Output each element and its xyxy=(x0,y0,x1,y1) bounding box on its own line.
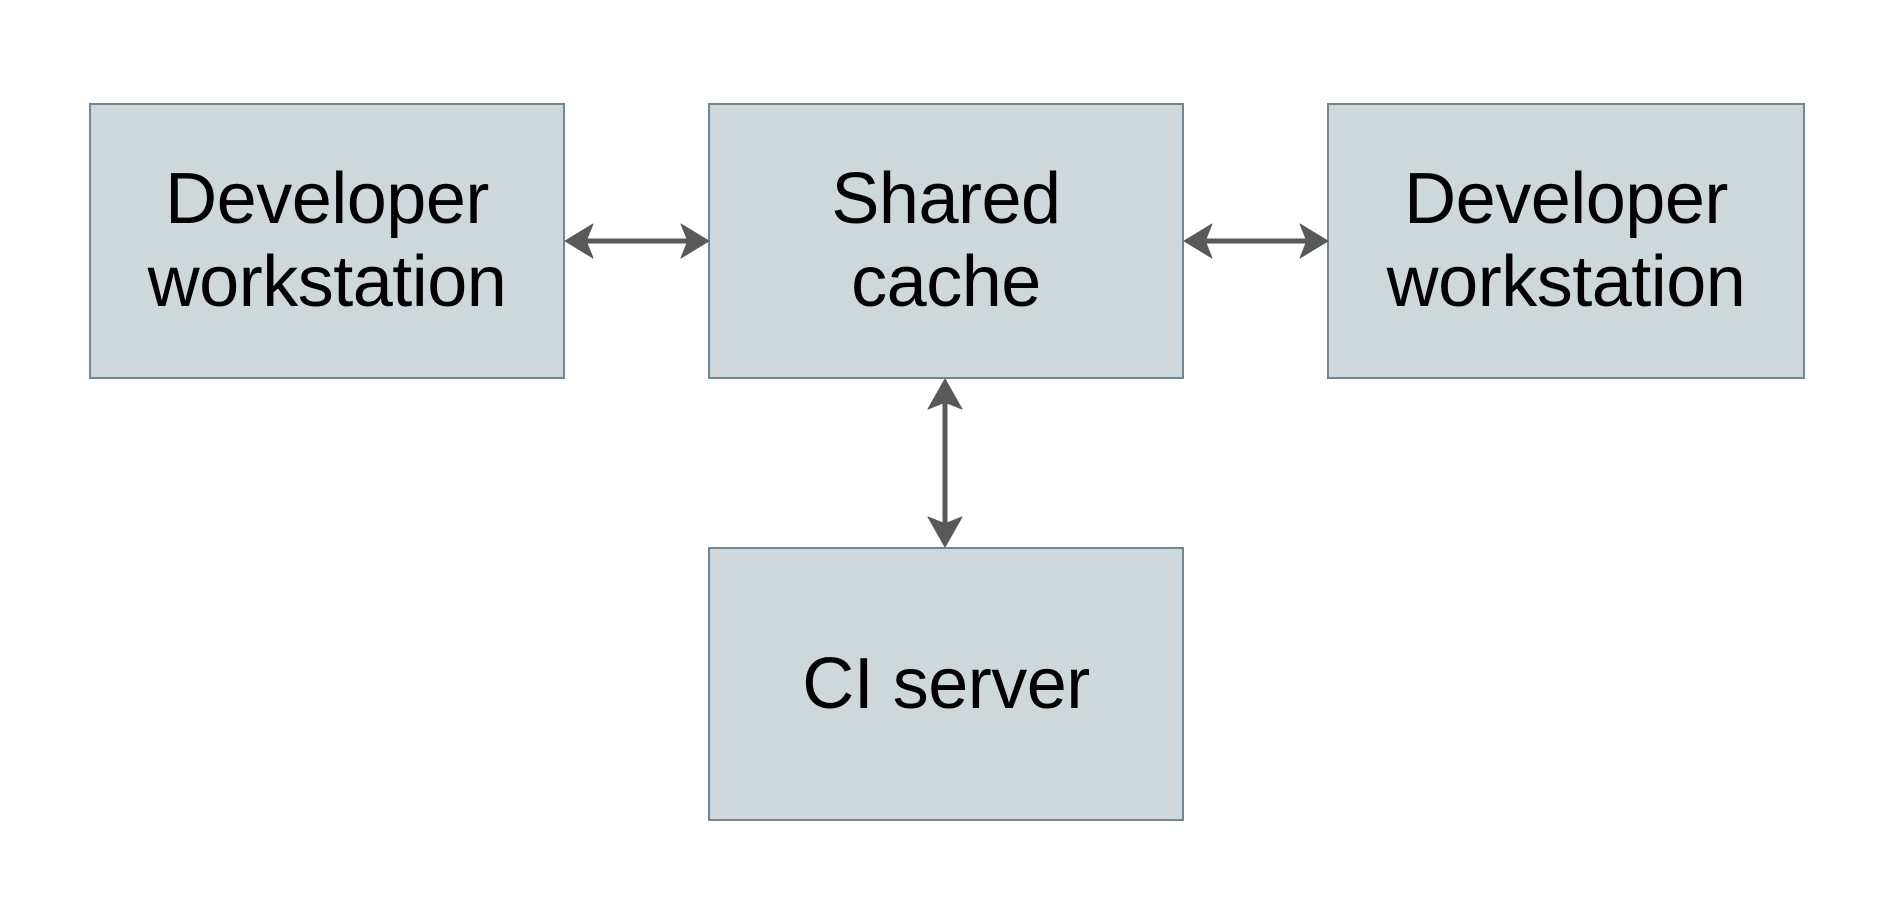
node-shared-cache[interactable]: Shared cache xyxy=(708,103,1184,379)
node-label: Developer workstation xyxy=(147,159,507,322)
bidirectional-arrow-icon-shared-cache-to-ci-server xyxy=(927,378,963,548)
node-label: CI server xyxy=(802,643,1090,724)
bidirectional-arrow-icon-shared-cache-to-dev-right xyxy=(1183,223,1329,259)
bidirectional-arrow-icon-dev-left-to-shared-cache xyxy=(564,223,710,259)
node-label: Shared cache xyxy=(831,159,1061,322)
node-developer-workstation-right[interactable]: Developer workstation xyxy=(1327,103,1805,379)
node-ci-server[interactable]: CI server xyxy=(708,547,1184,821)
node-label: Developer workstation xyxy=(1386,159,1746,322)
node-developer-workstation-left[interactable]: Developer workstation xyxy=(89,103,565,379)
